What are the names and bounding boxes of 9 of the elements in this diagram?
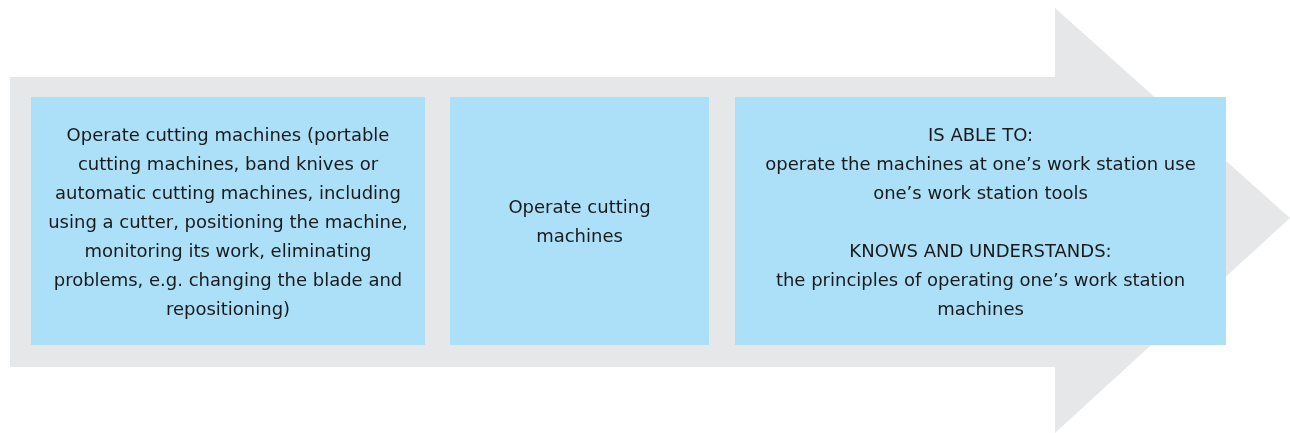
text-box bbox=[450, 97, 709, 345]
description-text: operate the machines at one’s work station use one’s work station tools bbox=[764, 151, 1197, 205]
description-text: the principles of operating one’s work station machines bbox=[774, 267, 1187, 321]
text-box bbox=[31, 97, 425, 345]
section-heading: KNOWS AND UNDERSTANDS: bbox=[848, 238, 1113, 263]
description-text: Operate cutting machines bbox=[507, 195, 652, 248]
text-box bbox=[735, 97, 1226, 345]
description-text: Operate cutting machines (portable cutting machines, band knives or automatic cutting machines, including using a cutter, positioning the machine, monitoring its work, eliminating problems, e.g. changing the blade and repositioning) bbox=[47, 122, 409, 321]
section-heading: IS ABLE TO: bbox=[926, 122, 1035, 147]
